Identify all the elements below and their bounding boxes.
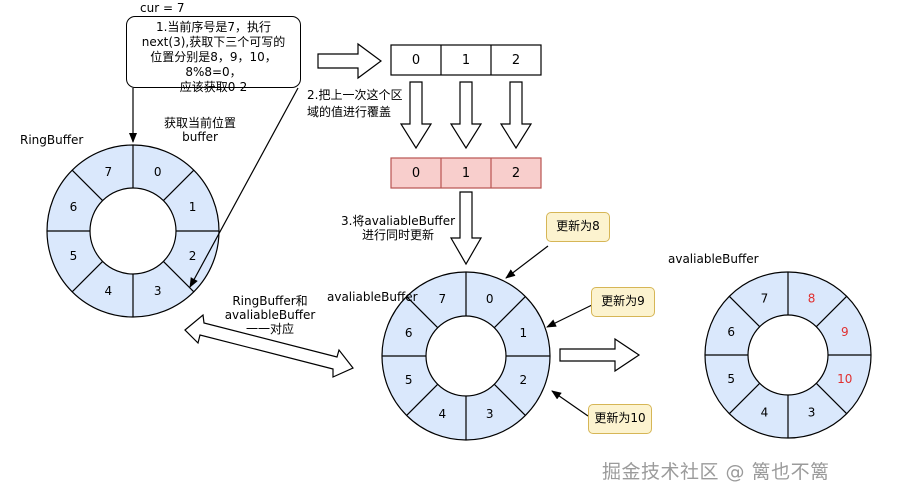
avaliable-buffer-label-right: avaliableBuffer bbox=[668, 252, 759, 266]
info-line: 1.当前序号是7，执行 bbox=[155, 20, 272, 34]
pink-buffer-cell: 2 bbox=[511, 166, 521, 181]
arrow-down-0 bbox=[399, 81, 433, 150]
step2-line: 2.把上一次这个区 bbox=[307, 88, 403, 102]
get-position-line: 获取当前位置 bbox=[163, 116, 236, 130]
ring-slot-label: 6 bbox=[405, 326, 413, 340]
ring-slot-label: 6 bbox=[70, 200, 78, 214]
ring-slot-label: 4 bbox=[438, 407, 446, 421]
info-box: 1.当前序号是7，执行 next(3),获取下三个可写的 位置分别是8，9，10… bbox=[126, 16, 301, 94]
ring-slot-label: 5 bbox=[405, 373, 413, 387]
ring-divider bbox=[728, 382, 761, 415]
info-line: 位置分别是8，9，10， bbox=[150, 50, 277, 64]
arrow-down-2 bbox=[499, 81, 533, 150]
ring-left: 0 1 2 3 4 5 6 7 bbox=[46, 144, 220, 318]
top-buffer-cell: 1 bbox=[461, 53, 471, 68]
ring-slot-label: 6 bbox=[727, 325, 735, 339]
note-update-8: 更新为8 bbox=[546, 212, 610, 242]
pink-buffer bbox=[390, 157, 542, 189]
ring-slot-label: 2 bbox=[189, 249, 197, 263]
ring-slot-label: 3 bbox=[486, 407, 494, 421]
pink-buffer-cell: 1 bbox=[461, 166, 471, 181]
ring-mapping-label: RingBuffer和 avaliableBuffer 一一对应 bbox=[220, 294, 320, 336]
ring-divider bbox=[406, 383, 439, 416]
arrow-note-10 bbox=[551, 390, 589, 417]
step3-line: 3.将avaliableBuffer bbox=[340, 214, 456, 228]
ring-slot-label: 5 bbox=[727, 372, 735, 386]
ring-divider bbox=[815, 295, 848, 328]
arrow-to-top-buffer bbox=[317, 42, 383, 80]
arrow-note-8 bbox=[505, 245, 549, 279]
ring-divider bbox=[493, 383, 526, 416]
ring-slot-label: 4 bbox=[104, 284, 112, 298]
ring-divider bbox=[493, 296, 526, 329]
get-position-label: 获取当前位置 buffer bbox=[150, 116, 250, 144]
ring-hole bbox=[747, 314, 829, 396]
ring-hole bbox=[425, 315, 507, 397]
ring-slot-label: 0 bbox=[154, 165, 162, 179]
ring-slot-label: 7 bbox=[104, 165, 112, 179]
top-buffer-cell: 0 bbox=[411, 53, 421, 68]
info-line: 8%8=0， bbox=[185, 65, 242, 79]
arrow-down-1 bbox=[449, 81, 483, 150]
top-buffer bbox=[390, 44, 542, 76]
ring-slot-label: 5 bbox=[70, 249, 78, 263]
ring-slot-label: 3 bbox=[808, 405, 816, 419]
ring-slot-label: 2 bbox=[519, 373, 527, 387]
ring-slot-label: 7 bbox=[438, 292, 446, 306]
ring-divider bbox=[71, 169, 104, 202]
ring-slot-label: 3 bbox=[154, 284, 162, 298]
ring-slot-label: 7 bbox=[761, 292, 769, 306]
step3-label: 3.将avaliableBuffer 进行同时更新 bbox=[338, 214, 458, 242]
step2-line: 域的值进行覆盖 bbox=[307, 105, 392, 119]
arrow-info-to-slot3 bbox=[189, 87, 299, 288]
arrow-to-right-ring bbox=[559, 337, 641, 373]
ring-divider bbox=[71, 260, 104, 293]
arrow-ring-mapping bbox=[184, 313, 354, 378]
pink-buffer-cell: 0 bbox=[411, 166, 421, 181]
ring-slot-label: 1 bbox=[189, 200, 197, 214]
ring-slot-label: 10 bbox=[837, 372, 852, 386]
ring-slot-label: 8 bbox=[808, 292, 816, 306]
arrow-note-9 bbox=[546, 304, 593, 328]
avaliable-buffer-label: avaliableBuffer bbox=[327, 290, 418, 304]
ring-mapping-line: avaliableBuffer bbox=[224, 308, 316, 322]
note-update-9: 更新为9 bbox=[591, 287, 655, 317]
ringbuffer-label: RingBuffer bbox=[20, 133, 84, 147]
ring-divider bbox=[728, 295, 761, 328]
ring-divider bbox=[162, 260, 195, 293]
ring-slot-label: 1 bbox=[519, 326, 527, 340]
ring-middle: 0 1 2 3 4 5 6 7 bbox=[381, 271, 551, 441]
note-update-10: 更新为10 bbox=[588, 404, 652, 434]
cur-label: cur = 7 bbox=[140, 1, 185, 15]
watermark: 掘金技术社区 @ 篱也不篱 bbox=[602, 461, 830, 483]
get-position-line: buffer bbox=[182, 130, 218, 144]
ring-mapping-line: RingBuffer和 bbox=[232, 294, 308, 308]
ring-divider bbox=[815, 382, 848, 415]
info-line: 应该获取0-2 bbox=[179, 80, 248, 94]
ring-mapping-line: 一一对应 bbox=[245, 322, 294, 336]
step3-line: 进行同时更新 bbox=[361, 228, 434, 242]
top-buffer-cell: 2 bbox=[511, 53, 521, 68]
ring-right: 8 9 10 3 4 5 6 7 bbox=[704, 271, 872, 439]
arrow-down-to-avaliable bbox=[449, 191, 483, 266]
ring-divider bbox=[162, 169, 195, 202]
ring-slot-label: 0 bbox=[486, 292, 494, 306]
ring-divider bbox=[406, 296, 439, 329]
ring-slot-label: 4 bbox=[761, 405, 769, 419]
step2-label: 2.把上一次这个区 域的值进行覆盖 bbox=[307, 88, 402, 119]
ring-hole bbox=[89, 187, 177, 275]
info-line: next(3),获取下三个可写的 bbox=[141, 35, 286, 49]
ring-slot-label: 9 bbox=[841, 325, 849, 339]
